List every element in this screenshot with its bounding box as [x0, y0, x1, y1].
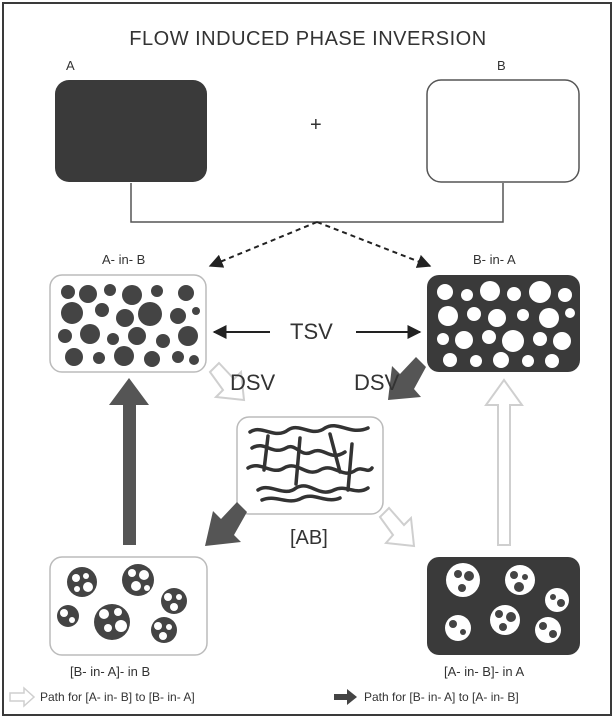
split-arrow-right [317, 222, 430, 266]
light-arrow-up-right [486, 380, 522, 545]
legend-dark-path: Path for [B- in- A] to [A- in- B] [364, 690, 519, 704]
label-ab: [AB] [290, 527, 328, 550]
legend-light-path: Path for [A- in- B] to [B- in- A] [40, 690, 195, 704]
label-dsv-right: DSV [354, 370, 399, 396]
legend-light-arrow-icon [10, 688, 34, 706]
legend-dark-arrow-icon [334, 689, 357, 705]
label-dsv-left: DSV [230, 370, 275, 396]
dark-arrow-from-ab [205, 502, 247, 546]
mixing-bracket [131, 183, 503, 222]
label-a-in-b-in-a: [A- in- B]- in A [444, 664, 524, 679]
dark-arrow-up-left [109, 378, 149, 545]
light-arrow-from-ab [380, 508, 414, 546]
split-arrow-left [210, 222, 317, 266]
label-b-in-a-in-b: [B- in- A]- in B [70, 664, 150, 679]
diagram-title: FLOW INDUCED PHASE INVERSION [0, 28, 616, 51]
label-tsv: TSV [290, 319, 333, 345]
label-b-in-a: B- in- A [473, 252, 516, 267]
label-phase-b: B [497, 58, 506, 73]
label-phase-a: A [66, 58, 75, 73]
phase-a-box [55, 80, 207, 182]
label-a-in-b: A- in- B [102, 252, 145, 267]
phase-b-box [427, 80, 579, 182]
plus-sign: + [310, 114, 322, 137]
